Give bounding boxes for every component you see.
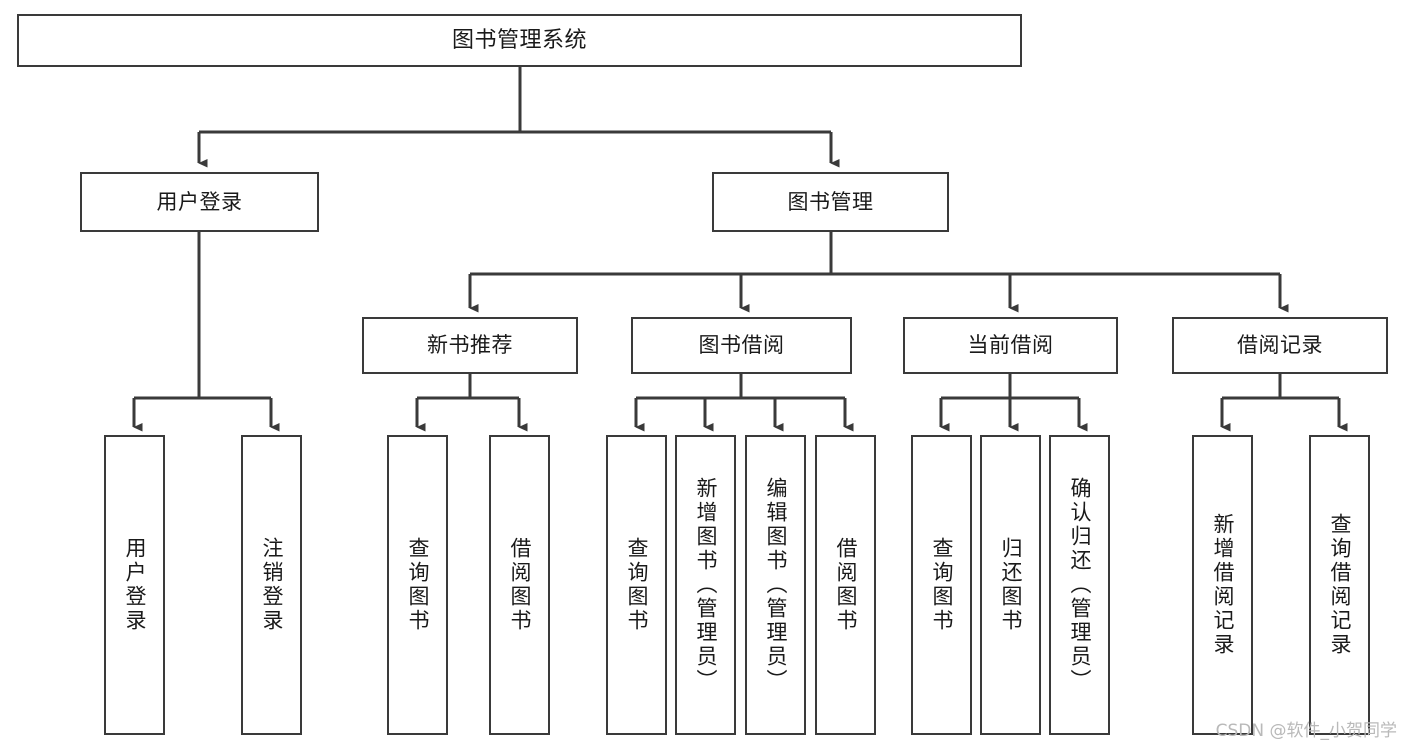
csdn-watermark: CSDN @软件_小贺同学 [1215, 721, 1397, 741]
leaf-book-borrow-add-book-admin[interactable]: 新增图书（管理员） [675, 435, 736, 735]
node-label: 新增借阅记录 [1211, 513, 1235, 657]
node-book-management[interactable]: 图书管理 [712, 172, 949, 232]
node-label: 查询图书 [625, 537, 649, 633]
node-label: 图书管理 [787, 189, 874, 214]
node-current-borrow[interactable]: 当前借阅 [903, 317, 1118, 374]
node-label: 查询图书 [930, 537, 954, 633]
leaf-borrow-record-add-record[interactable]: 新增借阅记录 [1192, 435, 1253, 735]
leaf-book-borrow-borrow-book[interactable]: 借阅图书 [815, 435, 876, 735]
leaf-user-login-login[interactable]: 用户登录 [104, 435, 165, 735]
node-label: 当前借阅 [967, 333, 1054, 358]
node-user-login[interactable]: 用户登录 [80, 172, 319, 232]
node-label: 新书推荐 [427, 333, 513, 358]
node-label: 查询借阅记录 [1328, 513, 1352, 657]
leaf-new-book-query-book[interactable]: 查询图书 [387, 435, 448, 735]
node-label: 用户登录 [123, 537, 147, 633]
node-label: 图书管理系统 [451, 27, 587, 53]
node-label: 查询图书 [406, 537, 430, 633]
node-label: 新增图书（管理员） [694, 477, 718, 693]
node-new-book-recommend[interactable]: 新书推荐 [362, 317, 578, 374]
node-label: 借阅图书 [834, 537, 858, 633]
leaf-book-borrow-edit-book-admin[interactable]: 编辑图书（管理员） [745, 435, 806, 735]
node-book-borrow[interactable]: 图书借阅 [631, 317, 852, 374]
node-label: 归还图书 [999, 537, 1023, 633]
node-label: 借阅图书 [508, 537, 532, 633]
leaf-new-book-borrow-book[interactable]: 借阅图书 [489, 435, 550, 735]
leaf-current-borrow-confirm-return-admin[interactable]: 确认归还（管理员） [1049, 435, 1110, 735]
node-root-book-management-system[interactable]: 图书管理系统 [17, 14, 1022, 67]
node-label: 借阅记录 [1237, 333, 1323, 358]
leaf-current-borrow-query-book[interactable]: 查询图书 [911, 435, 972, 735]
leaf-user-login-logout[interactable]: 注销登录 [241, 435, 302, 735]
leaf-borrow-record-query-record[interactable]: 查询借阅记录 [1309, 435, 1370, 735]
node-label: 图书借阅 [698, 333, 785, 358]
node-label: 确认归还（管理员） [1068, 477, 1092, 693]
node-label: 注销登录 [260, 537, 284, 633]
leaf-book-borrow-query-book[interactable]: 查询图书 [606, 435, 667, 735]
leaf-current-borrow-return-book[interactable]: 归还图书 [980, 435, 1041, 735]
node-borrow-record[interactable]: 借阅记录 [1172, 317, 1388, 374]
node-label: 编辑图书（管理员） [764, 477, 788, 693]
node-label: 用户登录 [156, 189, 243, 214]
